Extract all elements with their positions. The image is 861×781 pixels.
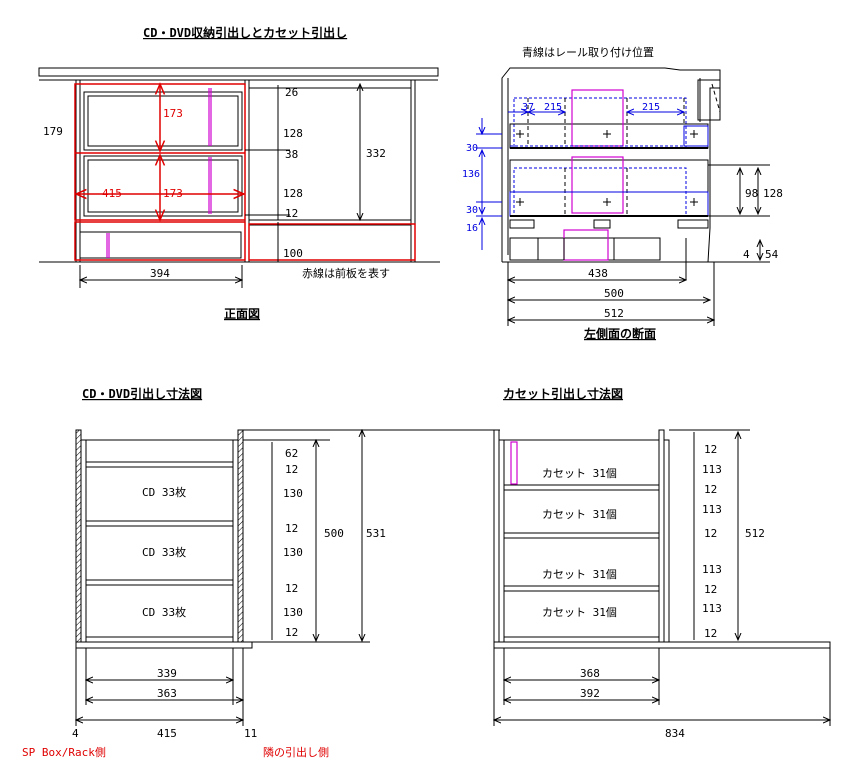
cassette-compartment-2: カセット 31個 xyxy=(542,508,617,521)
cd-dim-500: 500 xyxy=(324,527,344,540)
dim-100: 100 xyxy=(283,247,303,260)
cassette-compartment-1: カセット 31個 xyxy=(542,467,617,480)
cassette-drawer-caption: カセット引出し寸法図 xyxy=(503,386,623,401)
main-title: CD・DVD収納引出しとカセット引出し xyxy=(143,25,347,40)
cassette-compartment-3: カセット 31個 xyxy=(542,568,617,581)
dim-38: 38 xyxy=(285,148,298,161)
dim-26: 26 xyxy=(285,86,298,99)
dim-394: 394 xyxy=(150,267,170,280)
dim-438: 438 xyxy=(588,267,608,280)
cas-dim-12d: 12 xyxy=(704,583,717,596)
cd-dim-12c: 12 xyxy=(285,582,298,595)
cassette-drawer-diagram: カセット引出し寸法図 カセット 31個 カセット 31個 カセット 31個 カセ… xyxy=(494,386,830,740)
dim-128b: 128 xyxy=(283,187,303,200)
cd-drawer-diagram: CD・DVD引出し寸法図 CD 33枚 CD 33枚 CD 33枚 62 12 … xyxy=(22,386,500,759)
cd-drawer-caption: CD・DVD引出し寸法図 xyxy=(82,386,202,401)
dim-215b: 215 xyxy=(642,102,660,113)
dim-512: 512 xyxy=(604,307,624,320)
sp-box-side-label: SP Box/Rack側 xyxy=(22,746,106,759)
dim-128a: 128 xyxy=(283,127,303,140)
dim-179: 179 xyxy=(43,125,63,138)
cd-dim-12a: 12 xyxy=(285,463,298,476)
cd-dim-11: 11 xyxy=(244,727,257,740)
cas-dim-512: 512 xyxy=(745,527,765,540)
dim-red-415: 415 xyxy=(102,187,122,200)
cas-dim-12b: 12 xyxy=(704,483,717,496)
front-view-caption: 正面図 xyxy=(224,307,260,321)
dim-4: 4 xyxy=(743,248,750,261)
dim-500: 500 xyxy=(604,287,624,300)
cd-dim-363: 363 xyxy=(157,687,177,700)
dim-red-173-bottom: 173 xyxy=(163,187,183,200)
red-line-note: 赤線は前板を表す xyxy=(302,266,390,280)
cd-compartment-3: CD 33枚 xyxy=(142,605,186,619)
dim-136: 136 xyxy=(462,169,480,180)
dim-30b: 30 xyxy=(466,205,478,216)
dim-16: 16 xyxy=(466,223,478,234)
cd-dim-62: 62 xyxy=(285,447,298,460)
cas-dim-113b: 113 xyxy=(702,503,722,516)
dim-37: 37 xyxy=(522,102,534,113)
cas-dim-12e: 12 xyxy=(704,627,717,640)
cas-dim-113c: 113 xyxy=(702,563,722,576)
cd-dim-4: 4 xyxy=(72,727,79,740)
dim-128: 128 xyxy=(763,187,783,200)
dim-98: 98 xyxy=(745,187,758,200)
cd-dim-415: 415 xyxy=(157,727,177,740)
cd-dim-130b: 130 xyxy=(283,546,303,559)
cd-dim-339: 339 xyxy=(157,667,177,680)
blue-line-note: 青線はレール取り付け位置 xyxy=(522,45,654,59)
cd-compartment-1: CD 33枚 xyxy=(142,485,186,499)
dim-332: 332 xyxy=(366,147,386,160)
cd-dim-130c: 130 xyxy=(283,606,303,619)
dim-12: 12 xyxy=(285,207,298,220)
cas-dim-113d: 113 xyxy=(702,602,722,615)
cassette-compartment-4: カセット 31個 xyxy=(542,606,617,619)
cd-dim-12b: 12 xyxy=(285,522,298,535)
side-section-caption: 左側面の断面 xyxy=(583,326,656,341)
cas-dim-113a: 113 xyxy=(702,463,722,476)
cd-compartment-2: CD 33枚 xyxy=(142,545,186,559)
front-view: 173 173 415 179 26 128 38 128 12 100 332… xyxy=(38,67,440,321)
cd-dim-130a: 130 xyxy=(283,487,303,500)
cas-dim-12c: 12 xyxy=(704,527,717,540)
dim-54: 54 xyxy=(765,248,779,261)
cd-dim-531: 531 xyxy=(366,527,386,540)
cas-dim-368: 368 xyxy=(580,667,600,680)
dim-30a: 30 xyxy=(466,143,478,154)
dim-red-173-top: 173 xyxy=(163,107,183,120)
neighbor-drawer-side-label: 隣の引出し側 xyxy=(263,745,329,759)
dim-215a: 215 xyxy=(544,102,562,113)
side-section: 青線はレール取り付け位置 xyxy=(462,45,783,341)
cd-dim-12d: 12 xyxy=(285,626,298,639)
cas-dim-12a: 12 xyxy=(704,443,717,456)
cas-dim-834: 834 xyxy=(665,727,685,740)
cas-dim-392: 392 xyxy=(580,687,600,700)
